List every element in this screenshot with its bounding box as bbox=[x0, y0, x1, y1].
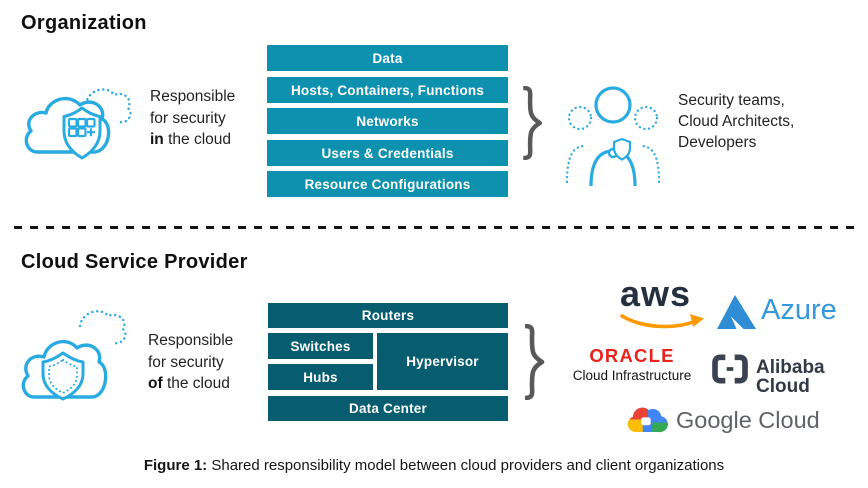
org-responsibility-text: Responsible for security in the cloud bbox=[150, 86, 235, 151]
csp-layer-hypervisor: Hypervisor bbox=[377, 333, 508, 390]
azure-wordmark: Azure bbox=[761, 294, 837, 326]
resp-line-3: of the cloud bbox=[148, 375, 230, 392]
csp-layer-hubs: Hubs bbox=[268, 364, 373, 390]
org-layer-users: Users & Credentials bbox=[267, 140, 508, 166]
security-team-icon bbox=[565, 84, 661, 188]
actors-line-2: Cloud Architects, bbox=[678, 113, 795, 130]
resp-line-2: for security bbox=[150, 109, 226, 127]
resp-line-3: in the cloud bbox=[150, 131, 232, 148]
aws-wordmark: aws bbox=[620, 273, 692, 314]
oracle-wordmark: ORACLE bbox=[589, 345, 675, 366]
provider-heading: Cloud Service Provider bbox=[21, 251, 248, 273]
figure-caption-text: Shared responsibility model between clou… bbox=[211, 457, 725, 474]
app-grid-icon bbox=[67, 117, 96, 138]
shield-outline bbox=[41, 351, 85, 401]
org-layer-resources: Resource Configurations bbox=[267, 171, 508, 197]
shield-outline bbox=[62, 106, 102, 160]
resp-line-1: Responsible bbox=[148, 332, 234, 349]
csp-brace-icon bbox=[521, 324, 549, 400]
azure-logo bbox=[714, 293, 758, 331]
dotted-cloud-outline bbox=[84, 88, 132, 124]
figure-caption: Figure 1: Shared responsibility model be… bbox=[0, 457, 868, 474]
cloud-security-apps-icon bbox=[24, 80, 136, 164]
alibaba-wordmark: Alibaba Cloud bbox=[756, 357, 825, 397]
dotted-people-outlines bbox=[565, 105, 661, 184]
csp-layer-switches: Switches bbox=[268, 333, 373, 359]
azure-triangle-icon bbox=[717, 295, 756, 329]
organization-heading: Organization bbox=[21, 12, 147, 34]
aws-smile-arrow-icon bbox=[620, 314, 704, 329]
emphasis-word: in bbox=[150, 131, 164, 148]
aws-logo: aws bbox=[620, 276, 710, 333]
actors-line-3: Developers bbox=[678, 134, 757, 151]
oracle-logo: ORACLE Cloud Infrastructure bbox=[561, 345, 703, 383]
chest-shield-icon bbox=[612, 137, 632, 161]
alibaba-logo bbox=[711, 354, 749, 384]
resp-line-1: Responsible bbox=[150, 88, 236, 105]
dashed-divider bbox=[14, 226, 855, 229]
figure-caption-label: Figure 1: bbox=[143, 457, 208, 474]
emphasis-word: of bbox=[148, 375, 163, 392]
org-layer-networks: Networks bbox=[267, 108, 508, 134]
actors-line-1: Security teams, bbox=[678, 92, 785, 109]
dotted-inner-shield bbox=[48, 358, 78, 395]
org-layer-hosts: Hosts, Containers, Functions bbox=[267, 77, 508, 103]
dotted-cloud-outline bbox=[78, 310, 127, 345]
google-cloud-wordmark: Google Cloud bbox=[676, 407, 820, 433]
alibaba-bracket-icon bbox=[712, 354, 748, 384]
oracle-subtext: Cloud Infrastructure bbox=[572, 367, 692, 383]
person-head bbox=[594, 86, 632, 124]
csp-responsibility-text: Responsible for security of the cloud bbox=[148, 330, 233, 395]
cloud-shield-icon bbox=[20, 300, 138, 404]
org-brace-icon bbox=[520, 86, 546, 160]
org-layer-data: Data bbox=[267, 45, 508, 71]
google-cloud-logo bbox=[626, 404, 668, 437]
google-cloud-mark-icon bbox=[627, 407, 668, 433]
csp-layer-datacenter: Data Center bbox=[268, 396, 508, 421]
org-actors-text: Security teams, Cloud Architects, Develo… bbox=[678, 90, 794, 153]
csp-layer-routers: Routers bbox=[268, 303, 508, 328]
plus-icon bbox=[87, 128, 95, 137]
resp-line-2: for security bbox=[148, 353, 224, 371]
